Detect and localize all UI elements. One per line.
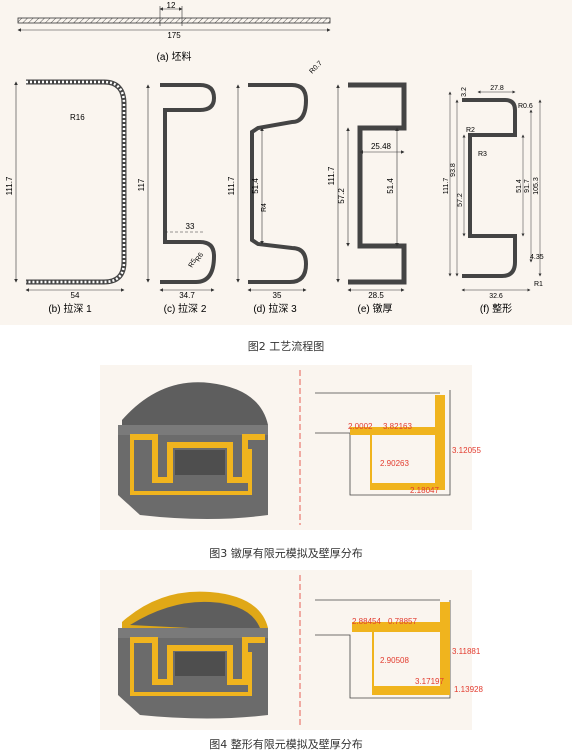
dim-w-b: 54	[71, 291, 80, 300]
fig4-caption: 图4 整形有限元模拟及壁厚分布	[209, 738, 363, 751]
label-f: (f) 整形	[480, 302, 512, 315]
dim-small-f: 4.35	[530, 254, 544, 261]
fig3-drawing	[118, 370, 451, 525]
r-c-f: R3	[478, 151, 487, 158]
dim-r2-f: 105.3	[533, 177, 540, 195]
dim-h-d: 111.7	[227, 176, 236, 195]
dim-total-a: 175	[167, 31, 181, 40]
fig4-val-2: 2.90508	[380, 656, 409, 665]
fig2-caption: 图2 工艺流程图	[247, 340, 325, 353]
label-c: (c) 拉深 2	[164, 302, 207, 315]
dim-h-c: 117	[137, 178, 146, 191]
dim-center-a: 12	[167, 1, 176, 10]
label-d: (d) 拉深 3	[253, 302, 297, 315]
dim-w-e: 28.5	[368, 291, 384, 300]
r-top-d: R0.7	[308, 60, 323, 75]
part-f: 111.7 93.8 57.2 51.4 91.7 105.3 27.8 3.2…	[443, 85, 544, 315]
dim-h-b: 111.7	[5, 176, 14, 195]
fig4-panel: 2.88454 0.78857 2.90508 3.11881 3.17197 …	[100, 570, 483, 730]
fig3-panel: 2.0002 3.82163 2.90263 3.12055 2.18047	[100, 365, 481, 530]
fig3-val-4: 2.18047	[410, 486, 439, 495]
dim-h2-e: 57.2	[337, 188, 346, 204]
part-b: 111.7 54 R16 (b) 拉深 1	[5, 79, 127, 315]
dim-r1-f: 91.7	[524, 179, 531, 193]
fe-section-2d	[299, 370, 451, 525]
dim-mid-f: 51.4	[516, 179, 523, 193]
dim-w-d: 35	[273, 291, 282, 300]
fig4-val-1: 0.78857	[388, 617, 417, 626]
r-a-f: R0.6	[518, 103, 533, 110]
label-b: (b) 拉深 1	[48, 302, 92, 315]
part-e: 111.7 57.2 51.4 25.48 28.5 (e) 镦厚	[327, 82, 407, 315]
fig2-panel: 12 175 (a) 坯料 111.7 54 R16 (b) 拉深 1 117 …	[0, 0, 572, 325]
fig3-caption: 图3 镦厚有限元模拟及壁厚分布	[209, 547, 363, 560]
dim-h-e: 111.7	[327, 166, 336, 185]
dim-mid-d: 51.4	[251, 178, 260, 194]
fig3-val-1: 3.82163	[383, 422, 412, 431]
fig3-val-3: 3.12055	[452, 446, 481, 455]
dim-h-f: 111.7	[443, 178, 450, 195]
label-e: (e) 镦厚	[358, 302, 393, 315]
dim-w-c: 34.7	[179, 291, 195, 300]
fig3-val-2: 2.90263	[380, 459, 409, 468]
dim-top-f: 27.8	[490, 85, 504, 92]
r-d-f: R1	[534, 281, 543, 288]
dim-w-f: 32.6	[489, 293, 503, 300]
dim-top-e: 25.48	[371, 142, 392, 151]
fe-model-3d	[118, 591, 268, 719]
r-b-c: R6	[195, 252, 206, 263]
dim-h2-f: 93.8	[450, 163, 457, 177]
r-b-f: R2	[466, 127, 475, 134]
dim-inner-c: 33	[186, 222, 195, 231]
fig2-drawing: 12 175 (a) 坯料 111.7 54 R16 (b) 拉深 1 117 …	[5, 1, 544, 315]
fig4-drawing	[118, 575, 451, 725]
fig4-val-4: 3.17197	[415, 677, 444, 686]
fe-section-2d	[299, 575, 451, 725]
radius-b: R16	[70, 113, 85, 122]
part-c: 117 34.7 33 R5 R6 (c) 拉深 2	[137, 83, 217, 315]
fig3-val-0: 2.0002	[348, 422, 373, 431]
dim-h3-f: 57.2	[457, 193, 464, 207]
part-d: 111.7 51.4 35 R0.7 R4 (d) 拉深 3	[227, 60, 324, 315]
fig4-val-5: 1.13928	[454, 685, 483, 694]
blank-a: 12 175 (a) 坯料	[17, 1, 331, 63]
fe-model-3d	[118, 382, 268, 519]
fig4-val-0: 2.88454	[352, 617, 381, 626]
label-a: (a) 坯料	[157, 50, 192, 63]
dim-t-f: 3.2	[461, 87, 468, 97]
fig4-val-3: 3.11881	[452, 647, 481, 656]
r-a-c: R5	[188, 258, 199, 269]
dim-mid-e: 51.4	[386, 178, 395, 194]
r-side-d: R4	[261, 203, 268, 212]
